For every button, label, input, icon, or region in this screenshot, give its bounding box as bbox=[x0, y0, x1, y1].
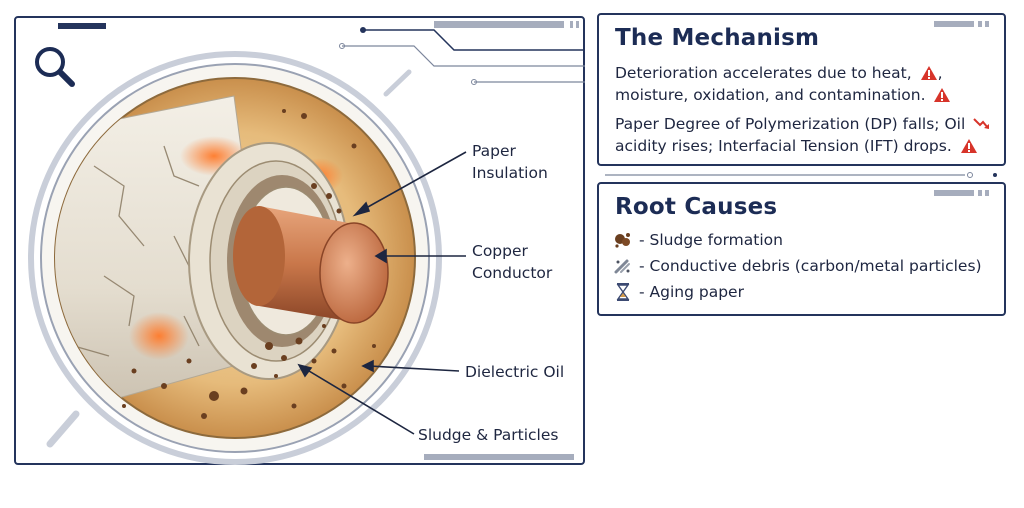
label-sludge-particles: Sludge & Particles bbox=[418, 426, 558, 444]
bottom-stripe bbox=[424, 454, 574, 460]
label-paper-insulation-line1: Paper bbox=[472, 142, 517, 160]
label-dielectric-oil: Dielectric Oil bbox=[465, 363, 564, 381]
hourglass-icon bbox=[616, 283, 630, 301]
trend-down-icon bbox=[973, 118, 990, 129]
circuit-line bbox=[363, 29, 585, 51]
arrow-paper-insulation bbox=[358, 151, 467, 213]
label-copper-conductor-line1: Copper bbox=[472, 242, 529, 260]
panel-connector bbox=[605, 172, 997, 178]
circuit-line bbox=[342, 45, 585, 67]
cause-text: - Conductive debris (carbon/metal partic… bbox=[639, 257, 982, 275]
warning-icon bbox=[960, 139, 977, 153]
panel-stripes bbox=[934, 190, 989, 196]
cause-text: - Sludge formation bbox=[639, 231, 783, 249]
mechanism-text: acidity rises; Interfacial Tension (IFT)… bbox=[615, 137, 952, 155]
mechanism-text: moisture, oxidation, and contamination. bbox=[615, 86, 926, 104]
label-copper-conductor-line2: Conductor bbox=[472, 264, 553, 282]
panel-stripes bbox=[934, 21, 989, 27]
cause-item-sludge: - Sludge formation bbox=[613, 230, 783, 250]
cause-item-debris: - Conductive debris (carbon/metal partic… bbox=[613, 256, 982, 276]
cause-item-aging-paper: - Aging paper bbox=[613, 282, 744, 302]
mechanism-text: Paper Degree of Polymerization (DP) fall… bbox=[615, 115, 966, 133]
warning-icon bbox=[934, 88, 951, 102]
diagram-frame: Paper Insulation Copper Conductor Dielec… bbox=[14, 16, 585, 465]
mechanism-paragraph-1: Deterioration accelerates due to heat, ,… bbox=[615, 62, 1000, 106]
cable-cross-section-diagram: Paper Insulation Copper Conductor Dielec… bbox=[28, 21, 585, 465]
sludge-icon bbox=[615, 233, 630, 248]
mechanism-paragraph-2: Paper Degree of Polymerization (DP) fall… bbox=[615, 113, 1000, 157]
mechanism-panel: The Mechanism Deterioration accelerates … bbox=[597, 13, 1006, 166]
magnifier-icon bbox=[35, 47, 75, 87]
copper-conductor bbox=[233, 206, 389, 324]
lens-outer-ring bbox=[28, 51, 442, 465]
arrow-dielectric-oil bbox=[368, 365, 460, 372]
mechanism-title: The Mechanism bbox=[615, 25, 820, 51]
sludge-particles bbox=[122, 109, 376, 419]
mechanism-text: Deterioration accelerates due to heat, bbox=[615, 64, 912, 82]
arrow-sludge-particles bbox=[303, 367, 415, 435]
root-causes-title: Root Causes bbox=[615, 194, 778, 220]
corner-stripes bbox=[434, 21, 579, 28]
debris-icon bbox=[614, 259, 630, 274]
label-paper-insulation-line2: Insulation bbox=[472, 164, 548, 182]
cause-text: - Aging paper bbox=[639, 283, 744, 301]
root-causes-panel: Root Causes - Sludge formation - Conduct… bbox=[597, 182, 1006, 316]
frame-tab bbox=[58, 23, 106, 29]
warning-icon bbox=[920, 66, 937, 80]
